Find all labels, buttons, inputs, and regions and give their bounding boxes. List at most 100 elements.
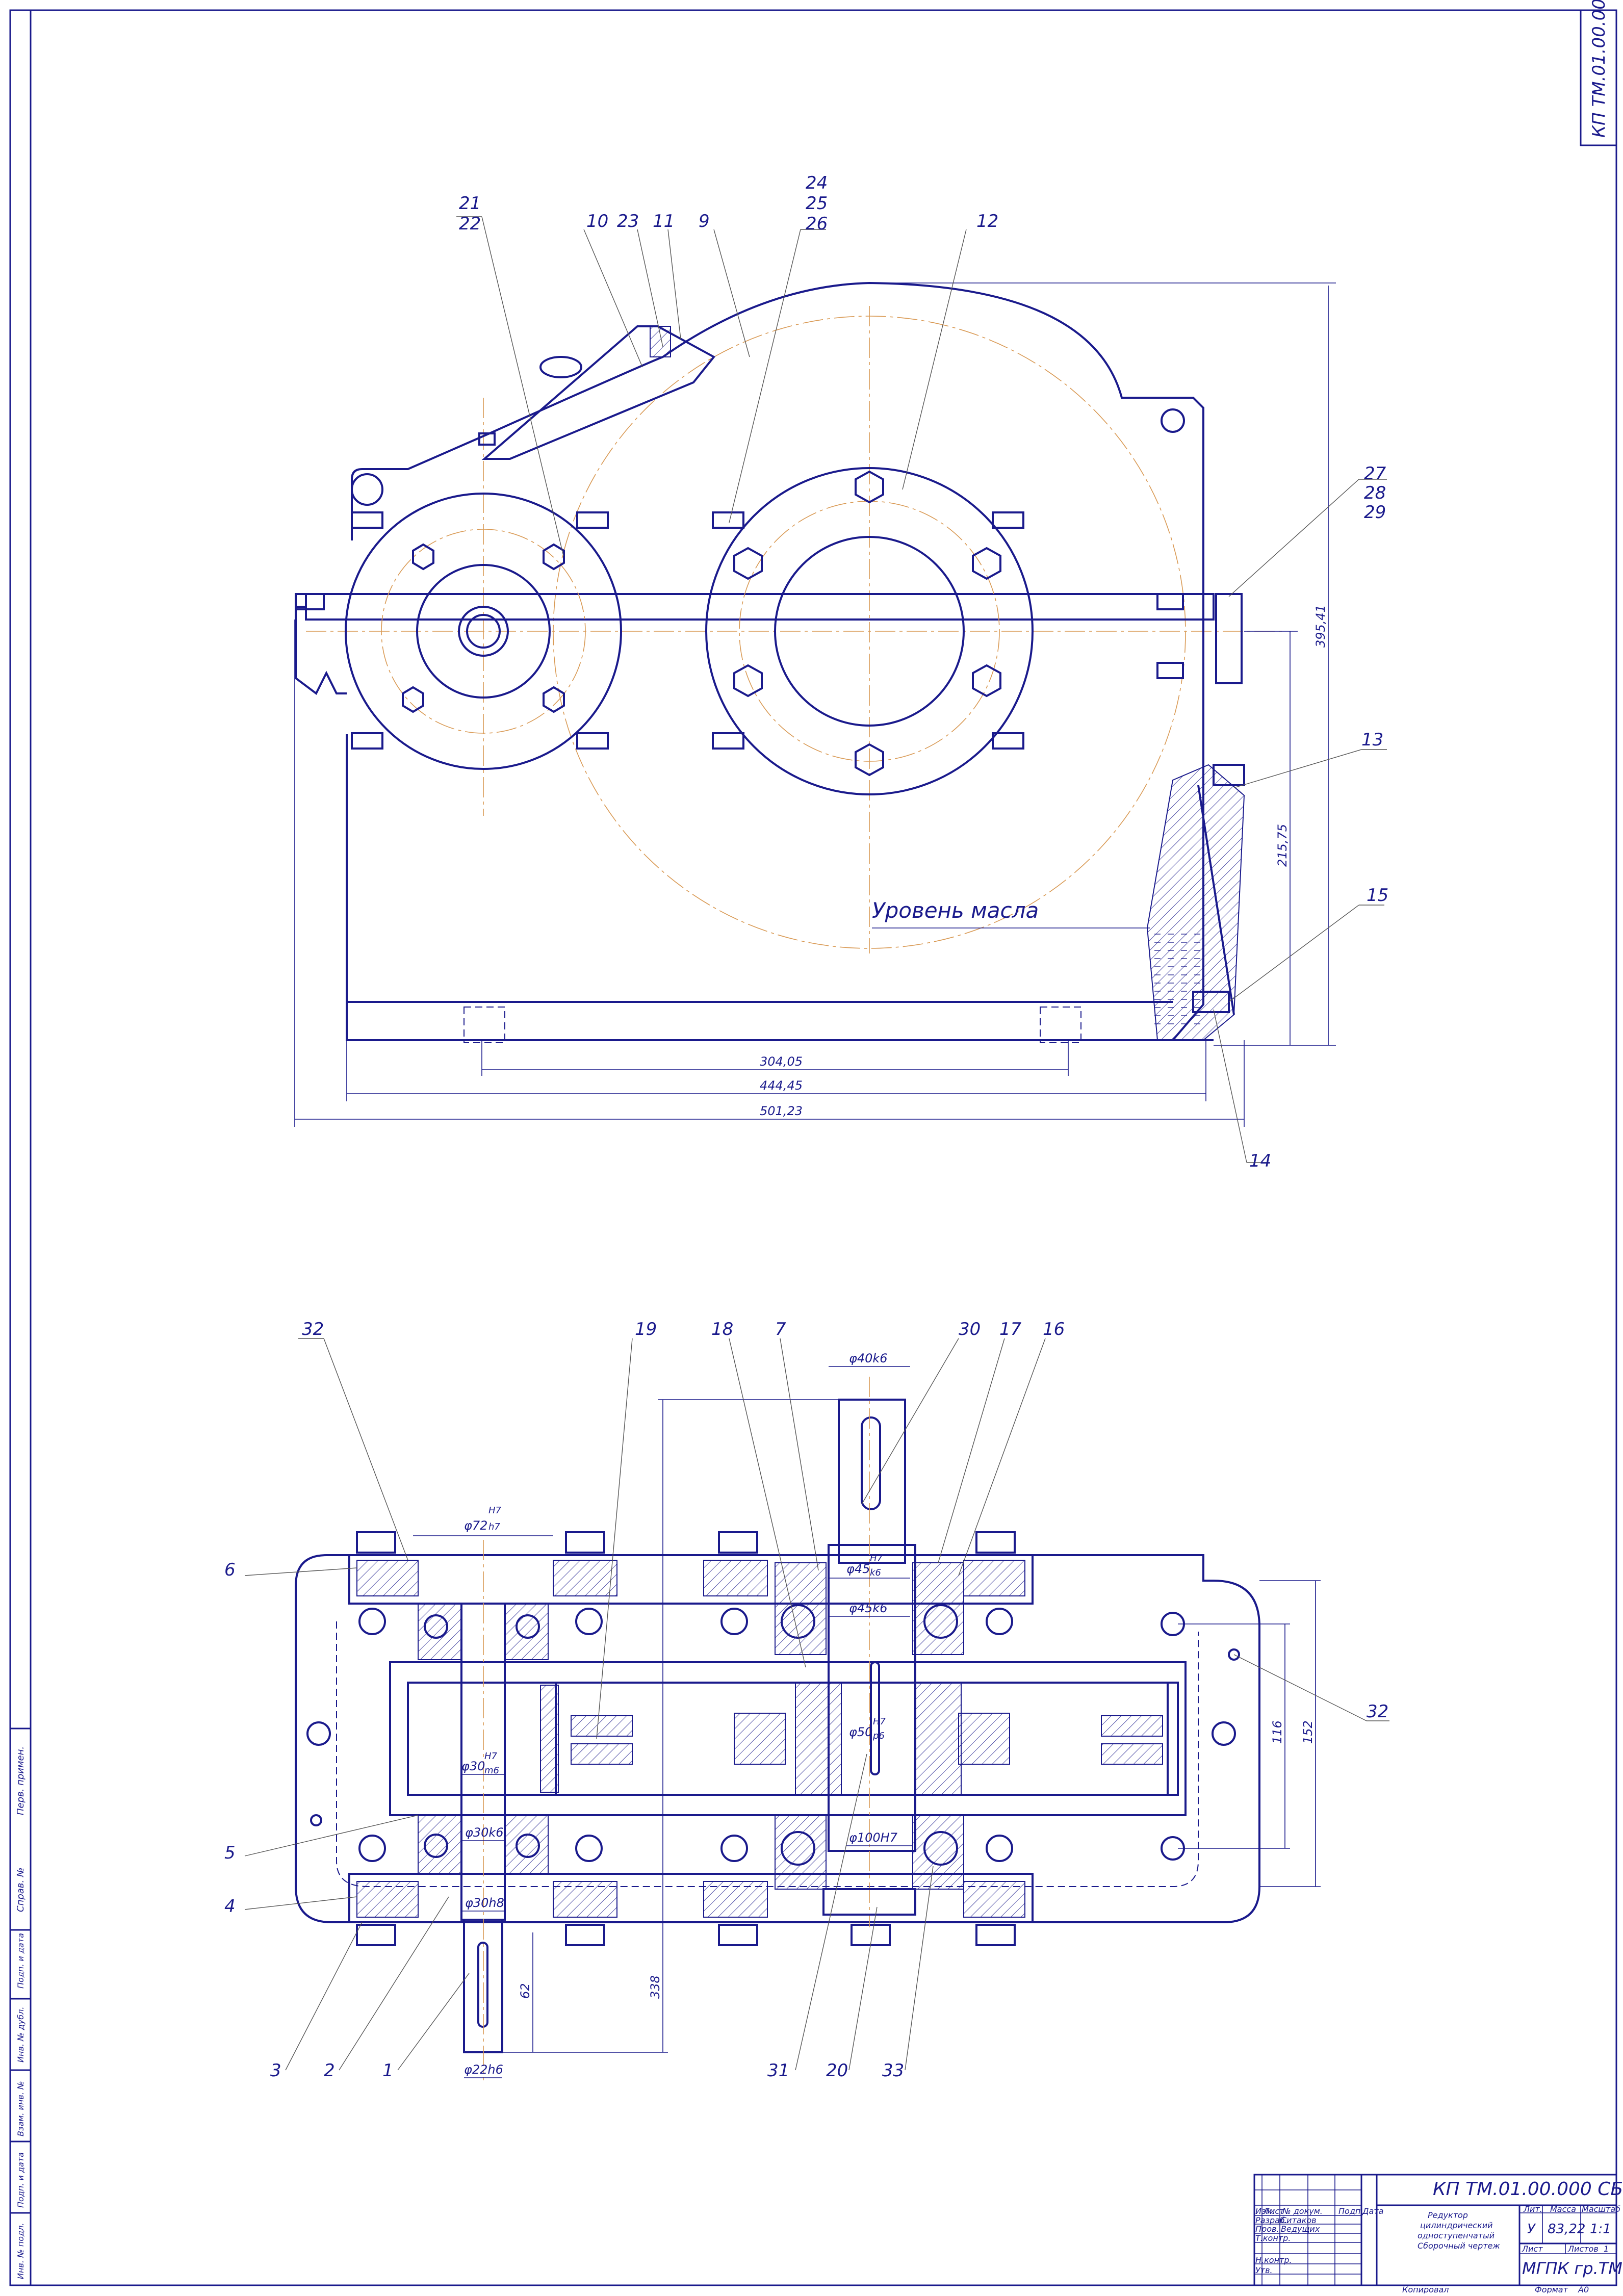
tb-nkontr: Н.контр. (1255, 2255, 1292, 2265)
tb-title-1: Редуктор (1428, 2210, 1468, 2220)
dim-width-444: 444,45 (760, 1078, 803, 1093)
dim-len-62: 62 (518, 1983, 532, 1999)
strip-vzam-inv: Взам. инв. № (16, 2081, 25, 2136)
tb-designation: КП ТМ.01.00.000 СБ (1433, 2179, 1623, 2200)
pos-6: 6 (224, 1560, 236, 1580)
pos-24: 24 (806, 173, 828, 193)
pos-12: 12 (976, 211, 998, 231)
pos-9: 9 (699, 211, 710, 231)
tb-col-lit: Лит. (1523, 2204, 1542, 2214)
pos-22: 22 (459, 214, 481, 234)
pos-32-right: 32 (1367, 1701, 1388, 1722)
plan-dimensions: φ40k6 φ72 H7 h7 φ45 H7 k6 φ45k6 φ50 H7 p… (413, 1351, 1321, 2078)
rotated-designation-box: КП ТМ.01.00.000 СБ (1580, 0, 1617, 146)
pos-18: 18 (711, 1319, 733, 1339)
dim-d50: φ50 (849, 1725, 872, 1739)
front-view: Уровень масла 304,05 444,45 501,23 395,4… (294, 173, 1388, 1171)
tb-list: Лист (1263, 2206, 1284, 2216)
dim-d45-fit-top: H7 (870, 1553, 883, 1564)
tb-format-value: А0 (1578, 2285, 1589, 2293)
pos-19: 19 (635, 1319, 657, 1339)
tb-sheets-value: 1 (1604, 2244, 1609, 2254)
tb-organization: МГПК гр.ТМ-277 (1522, 2259, 1623, 2278)
tb-izm: Изм. (1255, 2206, 1275, 2216)
dim-height-215: 215,75 (1275, 824, 1290, 867)
rotated-designation: КП ТМ.01.00.000 СБ (1589, 0, 1609, 138)
tb-ndok: № докум. (1282, 2206, 1323, 2216)
tb-data: Дата (1362, 2206, 1383, 2216)
strip-inv-dubl: Инв. № дубл. (16, 2007, 25, 2062)
title-block: Изм. Лист № докум. Подп. Дата Разраб. Си… (1253, 2174, 1623, 2294)
dim-d50-fit-top: H7 (873, 1716, 886, 1727)
pos-16: 16 (1043, 1319, 1065, 1339)
flange-bolts (295, 511, 1243, 750)
dim-d30h8: φ30h8 (465, 1896, 504, 1910)
pos-21: 21 (459, 193, 481, 214)
pos-5: 5 (224, 1843, 236, 1863)
strip-perv-primen: Перв. примен. (15, 1746, 26, 1815)
pos-1: 1 (382, 2060, 394, 2081)
oil-level-label: Уровень масла (872, 898, 1039, 923)
pos-33: 33 (882, 2060, 904, 2081)
pos-3: 3 (270, 2060, 281, 2081)
dim-d100H7: φ100H7 (849, 1830, 898, 1845)
pos-25: 25 (806, 193, 828, 214)
pos-11: 11 (653, 211, 675, 231)
dim-d45-fit-bottom: k6 (870, 1567, 881, 1578)
tb-scale-value: 1:1 (1590, 2222, 1611, 2237)
tb-title-3: одноступенчатый (1418, 2231, 1495, 2240)
plan-view: φ40k6 φ72 H7 h7 φ45 H7 k6 φ45k6 φ50 H7 p… (224, 1319, 1389, 2081)
tb-podp: Подп. (1338, 2206, 1363, 2216)
tb-mass-value: 83,22 (1548, 2222, 1585, 2237)
pos-2: 2 (324, 2060, 335, 2081)
pos-23: 23 (617, 211, 639, 231)
tb-sheet-label: Лист (1522, 2244, 1543, 2254)
pos-32-top: 32 (302, 1319, 324, 1339)
hub-bolts (402, 470, 1001, 777)
tb-title-2: цилиндрический (1420, 2221, 1493, 2230)
tb-utv: Утв. (1255, 2265, 1273, 2275)
pos-26: 26 (806, 214, 828, 234)
tb-col-mass: Масса (1550, 2204, 1576, 2214)
tb-tkontr: Т.контр. (1255, 2233, 1291, 2243)
tb-author: Ситаков (1281, 2215, 1317, 2225)
pos-28: 28 (1364, 483, 1386, 503)
strip-podp-data-2: Подп. и дата (16, 2152, 25, 2208)
pos-7: 7 (775, 1319, 786, 1339)
dim-d30: φ30 (461, 1759, 485, 1773)
dim-d30-fit-top: H7 (484, 1751, 498, 1762)
tb-lit-value: У (1527, 2222, 1536, 2237)
strip-podp-data-1: Подп. и дата (16, 1933, 25, 1989)
plan-leaders: 32 6 19 18 7 30 17 16 32 5 4 3 2 (224, 1319, 1389, 2081)
dim-h116: 116 (1270, 1720, 1284, 1744)
tb-col-scale: Масштаб (1582, 2204, 1620, 2214)
pos-27: 27 (1364, 463, 1386, 484)
strip-sprav: Справ. № (15, 1867, 26, 1912)
tb-razrab: Разраб. (1255, 2215, 1287, 2225)
dim-d22h6: φ22h6 (464, 2062, 503, 2077)
tb-prov: Пров. (1255, 2224, 1279, 2234)
dim-width-304: 304,05 (760, 1054, 803, 1069)
dim-width-501: 501,23 (760, 1104, 803, 1118)
pos-30: 30 (959, 1319, 981, 1339)
pos-14: 14 (1249, 1151, 1271, 1171)
dim-d45: φ45 (846, 1562, 870, 1576)
dim-d50-fit-bottom: p6 (872, 1731, 885, 1741)
plan-holes (306, 1608, 1240, 1862)
dim-len-338: 338 (648, 1975, 662, 1999)
drawing-frame (30, 9, 1617, 2286)
left-strip: Перв. примен. Справ. № Подп. и дата Инв.… (9, 1727, 32, 2286)
front-leaders: 21 22 10 23 11 9 24 25 26 12 27 28 29 13 (456, 173, 1388, 1171)
dim-d72: φ72 (464, 1518, 487, 1533)
plan-bolts (356, 1531, 1016, 1946)
dim-height-395: 395,41 (1313, 605, 1328, 648)
dim-d30-fit-bottom: m6 (484, 1765, 499, 1776)
pos-20: 20 (826, 2060, 848, 2081)
dim-d30k6: φ30k6 (465, 1825, 504, 1840)
tb-format-label: Формат (1535, 2285, 1568, 2293)
front-dimensions: 304,05 444,45 501,23 395,41 215,75 (294, 282, 1336, 1127)
pos-29: 29 (1364, 502, 1386, 523)
tb-checker: Ведущих (1281, 2224, 1320, 2234)
dim-d45k6: φ45k6 (849, 1601, 888, 1615)
